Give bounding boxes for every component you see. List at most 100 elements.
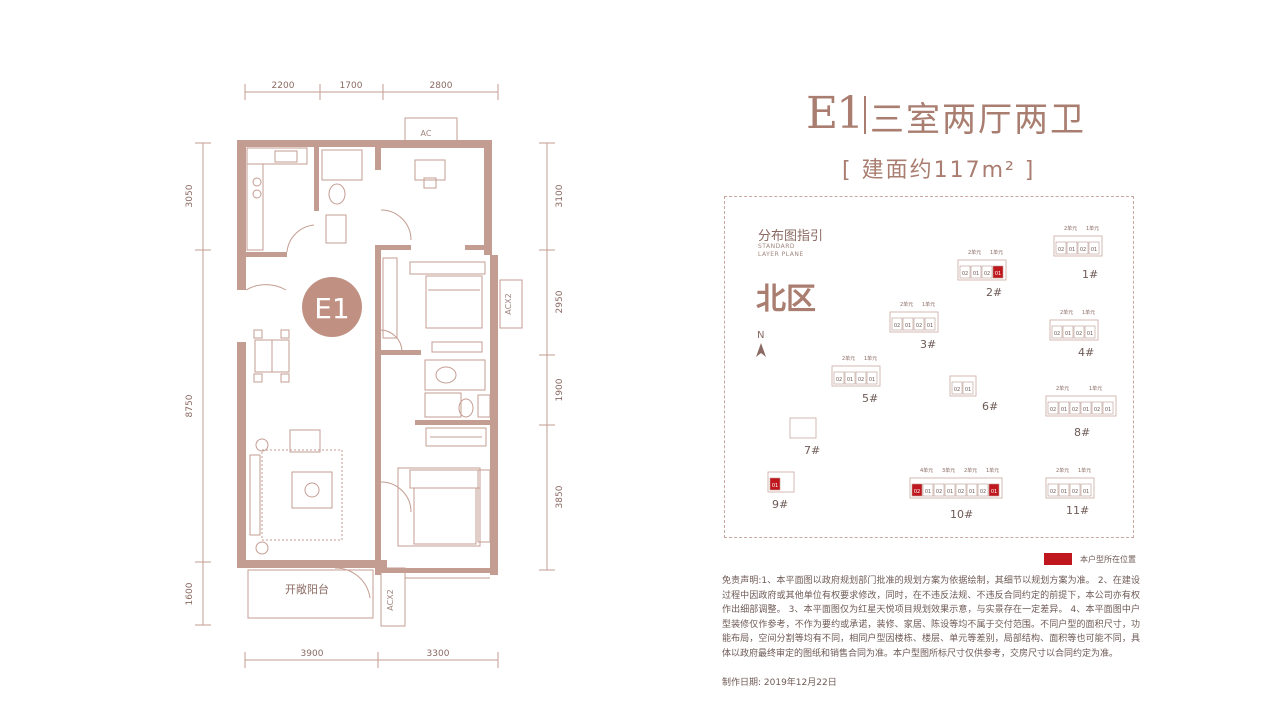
building-unit	[951, 381, 963, 395]
building-unit-label: 02	[958, 489, 964, 495]
building-unit	[1084, 325, 1096, 339]
highlighted-unit	[992, 265, 1004, 279]
building-unit	[924, 317, 936, 331]
building-unit-label: 02	[1076, 331, 1082, 337]
distribution-guide	[724, 196, 1134, 538]
walls	[237, 140, 498, 575]
dim-right-3: 1900	[555, 378, 565, 401]
building-label: 4#	[1078, 346, 1094, 359]
building-unit-label: 01	[991, 489, 997, 495]
building-unit	[1047, 401, 1059, 415]
building-unit-label: 02	[1094, 407, 1100, 413]
building-unit	[944, 483, 956, 497]
building-label: 8#	[1074, 426, 1090, 439]
building-unit-label: 01	[1091, 247, 1097, 253]
building-unit	[933, 483, 945, 497]
building-outline	[889, 311, 939, 333]
building-unit-tag: 2单元	[1056, 385, 1069, 392]
building-unit	[833, 371, 845, 385]
building-unit-label: 01	[1105, 407, 1111, 413]
building-unit	[1091, 401, 1103, 415]
dim-right-2: 2950	[555, 290, 565, 313]
building-unit	[1088, 241, 1100, 255]
building-unit-tag: 2单元	[1064, 225, 1077, 232]
building-unit	[955, 483, 967, 497]
building-unit	[1077, 241, 1089, 255]
building-unit	[1080, 483, 1092, 497]
guide-subtitle: STANDARD LAYER PLANE	[758, 243, 804, 258]
building-outline	[949, 375, 977, 397]
guide-title: 分布图指引	[758, 229, 824, 244]
ac-unit-right	[499, 279, 523, 329]
highlighted-unit	[911, 483, 923, 497]
north-label: N	[757, 330, 765, 341]
dim-top-2: 1700	[340, 81, 363, 91]
building-label: 11#	[1066, 504, 1089, 517]
dim-left-3: 1600	[185, 582, 195, 605]
building-unit-tag: 3单元	[942, 467, 955, 474]
building-unit	[977, 483, 989, 497]
building-unit-label: 02	[1050, 489, 1056, 495]
building-unit-label: 01	[1083, 407, 1089, 413]
floor-plan: 2200 1700 2800 3900 3300 3050 8750 1600 …	[185, 81, 565, 668]
building-unit	[1066, 241, 1078, 255]
building-unit	[922, 483, 934, 497]
north-arrow-icon	[756, 343, 766, 357]
building-unit-label: 01	[973, 271, 979, 277]
legend-text: 本户型所在位置	[1080, 555, 1136, 564]
layout-title: 三室两厅两卫	[870, 100, 1086, 140]
building-unit	[1058, 401, 1070, 415]
building-unit	[1080, 401, 1092, 415]
ac-label-right: ACX2	[504, 293, 513, 315]
building-outline	[1045, 477, 1095, 499]
building-label: 10#	[950, 508, 973, 521]
building-7: 7#	[789, 417, 820, 457]
ac-label-top: AC	[421, 129, 432, 138]
building-label: 1#	[1082, 268, 1098, 281]
dim-right-1: 3100	[555, 184, 565, 207]
building-unit	[855, 371, 867, 385]
building-unit-label: 01	[1061, 407, 1067, 413]
building-unit	[1069, 483, 1081, 497]
disclaimer-text: 免责声明:1、本平面图以政府规划部门批准的规划方案为依据绘制，其细节以规划方案为…	[722, 576, 1140, 659]
building-label: 9#	[772, 498, 788, 511]
building-outline	[909, 477, 1003, 499]
building-unit-label: 01	[927, 323, 933, 329]
building-unit-label: 01	[1061, 489, 1067, 495]
building-unit	[981, 265, 993, 279]
area-text: [ 建面约117m² ]	[842, 158, 1036, 183]
building-unit-tag: 1单元	[1078, 467, 1091, 474]
building-outline	[789, 417, 817, 439]
building-unit-tag: 1单元	[864, 355, 877, 362]
building-label: 6#	[982, 400, 998, 413]
building-unit	[966, 483, 978, 497]
building-unit-label: 01	[1065, 331, 1071, 337]
building-unit	[1055, 241, 1067, 255]
dim-top-1: 2200	[272, 81, 295, 91]
building-unit-tag: 2单元	[1056, 467, 1069, 474]
dim-right-4: 3850	[555, 485, 565, 508]
building-unit	[1102, 401, 1114, 415]
building-unit-label: 01	[1087, 331, 1093, 337]
building-unit-label: 02	[1072, 489, 1078, 495]
legend-swatch	[1044, 553, 1072, 565]
building-unit	[1051, 325, 1063, 339]
building-unit-label: 02	[836, 377, 842, 383]
building-unit-label: 02	[916, 323, 922, 329]
building-unit-label: 02	[1054, 331, 1060, 337]
building-unit-label: 01	[947, 489, 953, 495]
building-unit	[1069, 401, 1081, 415]
building-unit-tag: 2单元	[968, 249, 981, 256]
building-unit-label: 01	[772, 483, 778, 489]
building-unit-tag: 1单元	[1086, 225, 1099, 232]
building-unit-tag: 2单元	[842, 355, 855, 362]
zone-label: 北区	[756, 282, 816, 317]
building-unit-label: 01	[869, 377, 875, 383]
balcony-label: 开敞阳台	[285, 582, 329, 596]
